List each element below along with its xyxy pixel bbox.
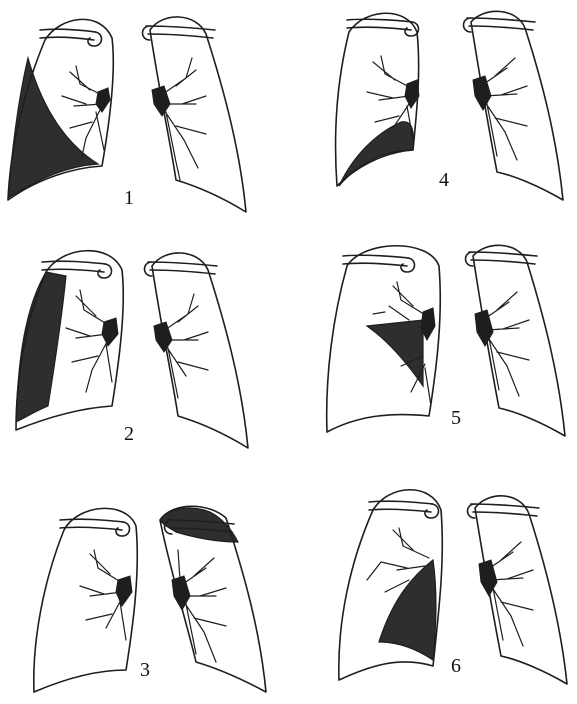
lung-drawing-5: [289, 236, 577, 470]
figure-label: 4: [439, 170, 449, 190]
right-lung: [34, 508, 137, 692]
left-lung: [143, 17, 247, 212]
opacity-region: [379, 560, 436, 660]
opacity-region: [339, 122, 414, 186]
figure-label: 6: [451, 656, 461, 676]
lung-drawing-2: [0, 236, 288, 470]
right-lung: [336, 13, 420, 186]
right-lung: [327, 246, 441, 432]
lung-drawing-6: [289, 470, 577, 704]
figure-label: 3: [140, 660, 150, 680]
figure-2: 2: [0, 236, 288, 470]
left-lung: [160, 506, 266, 692]
lung-drawing-1: [0, 0, 288, 234]
figure-4: 4: [289, 0, 577, 234]
figure-3: 3: [0, 470, 288, 704]
figure-5: 5: [289, 236, 577, 470]
figure-1: 1: [0, 0, 288, 234]
right-lung: [339, 490, 442, 680]
figure-6: 6: [289, 470, 577, 704]
opacity-region: [160, 508, 238, 542]
left-lung: [466, 245, 566, 436]
left-lung: [464, 11, 564, 200]
left-lung: [145, 253, 249, 448]
opacity-region: [367, 320, 423, 386]
figure-label: 5: [451, 408, 461, 428]
figure-label: 2: [124, 424, 134, 444]
figure-label: 1: [124, 188, 134, 208]
lung-drawing-4: [289, 0, 577, 234]
left-lung: [468, 496, 568, 684]
